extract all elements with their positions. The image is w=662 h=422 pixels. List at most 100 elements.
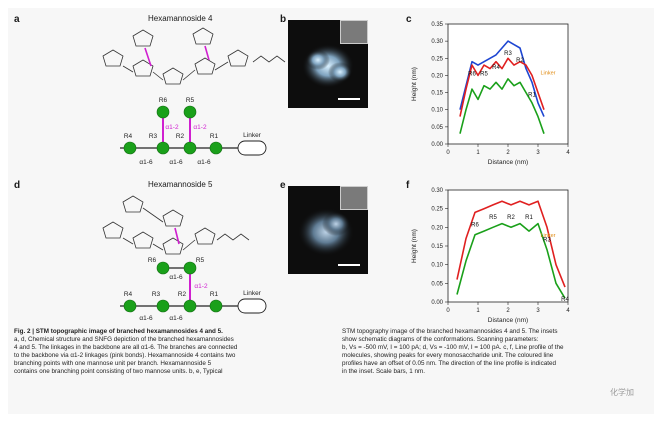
y-tick-label: 0.20	[431, 73, 443, 79]
x-tick-label: 4	[566, 308, 570, 314]
snfg-diagram-5: R6 R5 R4 R3 R2 R1 Linker α1-6 α1-2 α1-6 …	[120, 257, 267, 322]
caption-line: STM topography image of the branched hex…	[342, 328, 558, 335]
caption-line: b, Vs = -500 mV, I = 100 pA; d, Vs = -10…	[342, 344, 564, 352]
caption-line: profiles have an offset of 0.05 nm. The …	[342, 360, 556, 368]
annotation-label: R3	[543, 237, 551, 243]
snfg-diagram-4: R6 R5 R4 R3 R2 R1 Linker α1-2 α1-2 α1-6 …	[120, 97, 267, 166]
snfg4-node-r6: R6	[159, 97, 168, 104]
y-tick-label: 0.00	[431, 300, 443, 306]
panel-label-c: c	[406, 14, 412, 25]
stm-image-4	[288, 20, 368, 108]
plot-frame	[447, 189, 569, 303]
x-tick-label: 2	[506, 150, 510, 156]
snfg4-node-r4: R4	[124, 133, 133, 140]
x-tick-label: 1	[476, 150, 480, 156]
annotation-label: R2	[516, 58, 524, 64]
panel-label-a: a	[14, 14, 20, 25]
series-line-1	[459, 40, 545, 117]
annotation-label: Linker	[541, 233, 556, 239]
snfg4-branch-link-1: α1-2	[165, 124, 179, 131]
conformation-inset-5	[340, 186, 368, 210]
y-tick-label: 0.25	[431, 56, 443, 62]
snfg4-backbone-link-1: α1-6	[139, 159, 153, 166]
snfg5-node-r5: R5	[196, 257, 205, 264]
snfg5-branch-link-1: α1-6	[169, 274, 183, 281]
x-tick-label: 4	[566, 150, 570, 156]
y-tick-label: 0.25	[431, 207, 443, 213]
annotation-label: R6	[468, 72, 476, 78]
snfg5-node-r3: R3	[152, 291, 161, 298]
y-tick-label: 0.05	[431, 125, 443, 131]
panel-title-a: Hexamannoside 4	[148, 14, 213, 23]
annotation-label: R4	[561, 297, 569, 303]
snfg5-backbone-link-2: α1-6	[169, 315, 183, 322]
panel-label-b: b	[280, 14, 287, 25]
x-axis-label: Distance (nm)	[488, 159, 528, 166]
snfg4-branch-link-2: α1-2	[193, 124, 207, 131]
y-tick-label: 0.20	[431, 225, 443, 231]
caption-left: Fig. 2 | STM topographic image of branch…	[14, 328, 332, 377]
snfg5-backbone-link-1: α1-6	[139, 315, 153, 322]
x-tick-label: 3	[536, 308, 540, 314]
caption-line: contains one branching point consisting …	[14, 368, 223, 376]
snfg5-branch-link-2: α1-2	[194, 283, 208, 290]
y-tick-label: 0.00	[431, 142, 443, 148]
series-line-2	[459, 57, 545, 117]
annotation-label: R5	[480, 72, 488, 78]
x-axis-label: Distance (nm)	[488, 317, 528, 324]
snfg4-node-r2: R2	[176, 133, 185, 140]
series-line-2	[456, 222, 566, 299]
x-tick-label: 0	[446, 150, 450, 156]
caption-right: STM topography image of the branched hex…	[342, 328, 648, 377]
conformation-inset-4	[340, 20, 368, 44]
x-tick-label: 1	[476, 308, 480, 314]
series-line-3	[459, 78, 545, 134]
snfg4-linker: Linker	[243, 132, 262, 139]
y-tick-label: 0.10	[431, 263, 443, 269]
y-tick-label: 0.15	[431, 91, 443, 97]
x-tick-label: 2	[506, 308, 510, 314]
series-line-1	[456, 200, 566, 288]
snfg4-node-r5: R5	[186, 97, 195, 104]
y-tick-label: 0.05	[431, 281, 443, 287]
panel-label-e: e	[280, 180, 286, 191]
snfg4-node-r1: R1	[210, 133, 219, 140]
snfg4-backbone-link-2: α1-6	[169, 159, 183, 166]
y-tick-label: 0.15	[431, 244, 443, 250]
annotation-label: Linker	[541, 70, 556, 76]
caption-line: to the backbone via α1-2 linkages (pink …	[14, 352, 236, 360]
panel-label-d: d	[14, 180, 21, 191]
snfg5-node-r4: R4	[124, 291, 133, 298]
snfg5-node-r6: R6	[148, 257, 157, 264]
y-axis-label: Height (nm)	[411, 229, 418, 263]
annotation-label: R3	[504, 51, 512, 57]
annotation-label: R4	[492, 65, 500, 71]
caption-line: show schematic diagrams of the conformat…	[342, 336, 539, 344]
y-tick-label: 0.35	[431, 22, 443, 28]
annotation-label: R6	[471, 222, 479, 228]
annotation-label: R1	[528, 92, 536, 98]
caption-line: a, d, Chemical structure and SNFG depict…	[14, 336, 234, 344]
snfg4-backbone-link-3: α1-6	[197, 159, 211, 166]
y-tick-label: 0.10	[431, 108, 443, 114]
panel-title-d: Hexamannoside 5	[148, 180, 213, 189]
x-tick-label: 3	[536, 150, 540, 156]
scale-bar-4	[338, 98, 360, 100]
caption-line: molecules, showing peaks for every monos…	[342, 352, 554, 360]
panel-label-f: f	[406, 180, 410, 191]
chemical-structure-4	[102, 27, 286, 85]
snfg4-node-r3: R3	[149, 133, 158, 140]
caption-figure-label: Fig. 2 | STM topographic image of branch…	[14, 328, 223, 335]
caption-line: branching points with one mannose unit p…	[14, 360, 212, 368]
figure-panel: a Hexamannoside 4	[8, 8, 654, 414]
line-profile-chart-4: 0.00 0.05 0.10 0.15 0.20 0.25 0.30 0.35 0 1 2 3 4Dis…	[411, 22, 570, 166]
chemical-structure-5	[102, 195, 250, 255]
watermark-logo: 化学加	[610, 388, 634, 397]
y-tick-label: 0.30	[431, 188, 443, 194]
annotation-label: R1	[525, 215, 533, 221]
annotation-label: R2	[507, 215, 515, 221]
y-tick-label: 0.30	[431, 39, 443, 45]
scale-bar-5	[338, 264, 360, 266]
snfg5-linker: Linker	[243, 290, 262, 297]
